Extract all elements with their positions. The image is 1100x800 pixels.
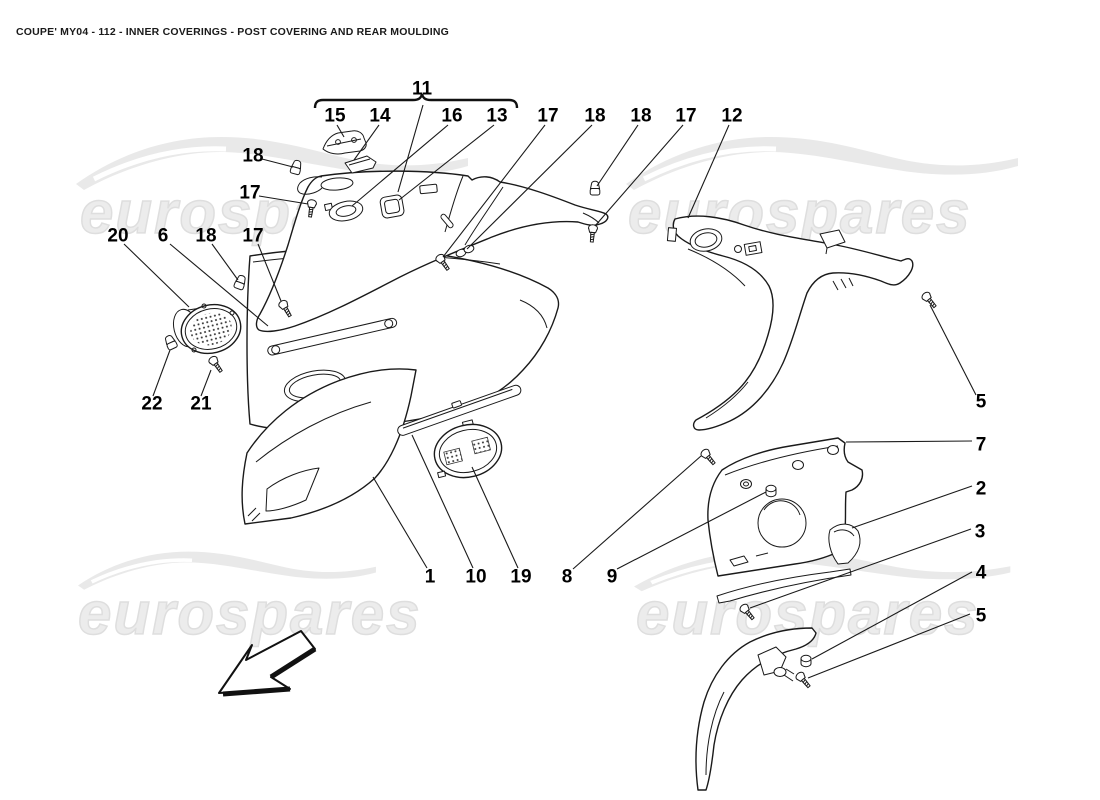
- leader-line: [200, 369, 212, 397]
- leader-line: [211, 243, 239, 281]
- part-rear-panel-7: [707, 437, 864, 577]
- callout-1: 1: [424, 566, 436, 588]
- callout-18: 18: [195, 225, 217, 247]
- callout-4: 4: [975, 562, 987, 584]
- callout-21: 21: [190, 393, 212, 415]
- callout-12: 12: [721, 105, 743, 127]
- part-c-pillar-panel-12: [666, 215, 914, 431]
- part-trim-strip-10: [397, 384, 522, 436]
- callout-17: 17: [537, 105, 559, 127]
- part-speaker-assembly: [172, 303, 242, 355]
- part-clip-wedge-14: [344, 155, 377, 174]
- leader-line: [257, 243, 282, 302]
- callout-18: 18: [584, 105, 606, 127]
- part-grommet-13: [379, 194, 405, 219]
- leader-line: [336, 124, 345, 138]
- callout-22: 22: [141, 393, 163, 415]
- part-bracket-15: [322, 130, 367, 155]
- leader-line: [169, 243, 269, 327]
- callout-17: 17: [675, 105, 697, 127]
- callout-14: 14: [369, 105, 391, 127]
- leader-lines: [123, 104, 977, 679]
- callout-18: 18: [630, 105, 652, 127]
- fastener-washer-18: [463, 244, 475, 254]
- part-fin-bracket-2: [828, 523, 861, 565]
- leader-line: [616, 491, 767, 570]
- callout-9: 9: [606, 566, 618, 588]
- callout-11: 11: [411, 78, 433, 100]
- callout-16: 16: [441, 105, 463, 127]
- leader-line: [372, 476, 428, 569]
- callout-15: 15: [324, 105, 346, 127]
- leader-line: [807, 613, 971, 679]
- part-lower-quarter-panel: [241, 368, 417, 525]
- callout-5: 5: [975, 391, 987, 413]
- leader-line: [353, 124, 380, 161]
- leader-line: [594, 124, 684, 227]
- leader-line: [442, 124, 546, 258]
- leader-line: [929, 304, 977, 396]
- callout-17: 17: [242, 225, 264, 247]
- grab-rail-strip: [267, 317, 398, 356]
- leader-line: [397, 104, 424, 193]
- leader-line: [398, 124, 495, 201]
- leader-line: [811, 571, 973, 660]
- leader-line: [258, 195, 309, 205]
- callout-17: 17: [239, 182, 261, 204]
- leader-line: [572, 455, 702, 570]
- page-title: COUPE' MY04 - 112 - INNER COVERINGS - PO…: [16, 26, 450, 38]
- callout-2: 2: [975, 478, 987, 500]
- callout-19: 19: [510, 566, 532, 588]
- part-lamp-cover-19: [433, 419, 503, 479]
- leader-line: [123, 243, 190, 308]
- callout-13: 13: [486, 105, 508, 127]
- part-rear-moulding-assembly: [695, 568, 852, 791]
- leader-line: [261, 158, 294, 168]
- leader-line: [596, 124, 639, 187]
- callout-5: 5: [975, 605, 987, 627]
- callout-3: 3: [974, 521, 986, 543]
- leader-line: [851, 485, 973, 529]
- callout-6: 6: [157, 225, 169, 247]
- callout-7: 7: [975, 434, 987, 456]
- leader-line: [845, 440, 973, 443]
- leader-line: [152, 349, 171, 397]
- watermark-text: eurospares: [77, 580, 422, 647]
- leader-line: [749, 528, 972, 609]
- direction-arrow: [218, 630, 317, 697]
- leader-line: [411, 434, 474, 569]
- callout-20: 20: [107, 225, 129, 247]
- callout-8: 8: [561, 566, 573, 588]
- leader-line: [466, 124, 593, 250]
- leader-line: [351, 124, 449, 207]
- callout-18: 18: [242, 145, 264, 167]
- leader-line: [471, 466, 519, 569]
- leader-line: [687, 124, 730, 219]
- part-grommet-16: [323, 200, 364, 222]
- group-brace-11: [313, 93, 519, 109]
- callout-10: 10: [465, 566, 487, 588]
